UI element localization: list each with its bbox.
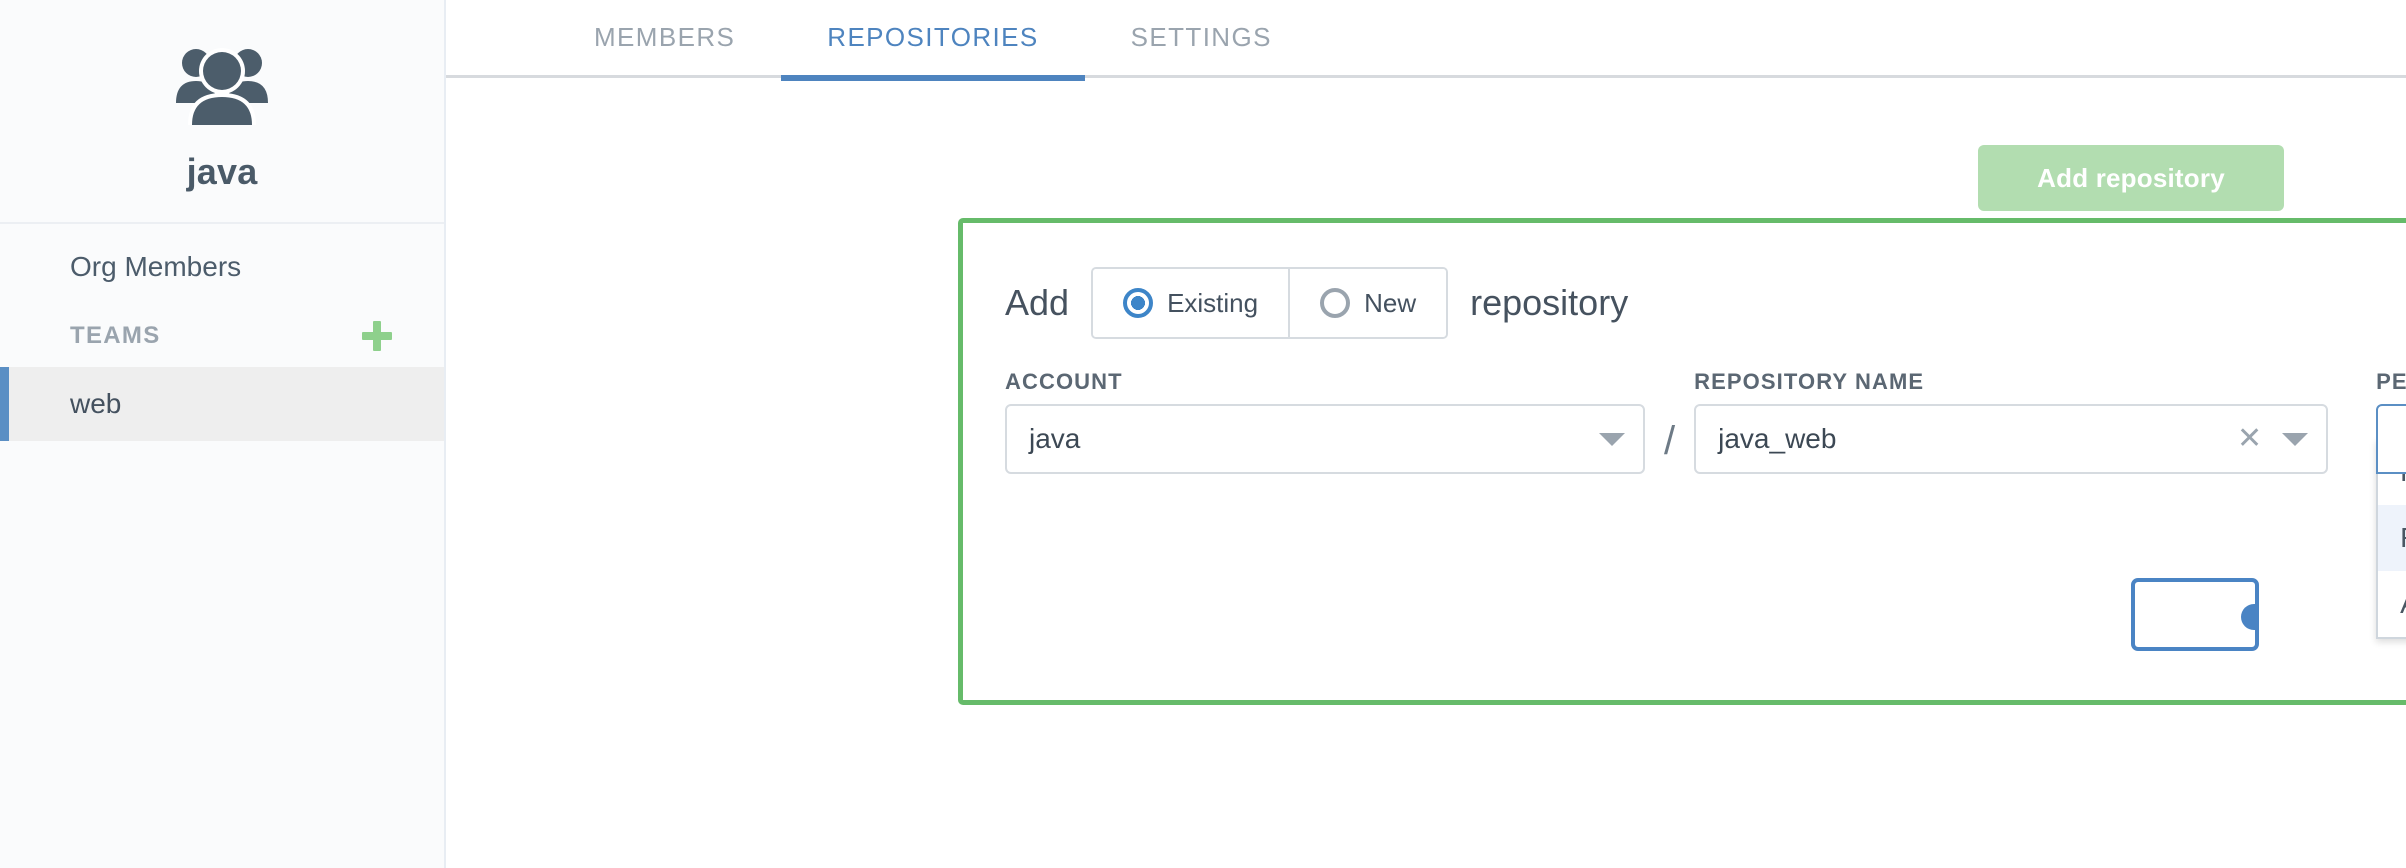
permissions-option-admin[interactable]: Admin: [2378, 571, 2406, 637]
sidebar-item-team-web[interactable]: web: [0, 367, 444, 441]
repository-name-value: java_web: [1718, 423, 1837, 454]
permissions-option-read-write[interactable]: Read-write: [2378, 505, 2406, 571]
tab-bar: MEMBERS REPOSITORIES SETTINGS: [446, 0, 2406, 81]
sidebar: java Org Members TEAMS web: [0, 0, 446, 868]
close-icon[interactable]: ✕: [2236, 422, 2263, 455]
permissions-label: PERMISSIONS: [2376, 369, 2406, 394]
tab-settings[interactable]: SETTINGS: [1130, 22, 1272, 52]
plus-icon[interactable]: [362, 321, 392, 352]
add-repository-button[interactable]: Add repository: [1978, 145, 2284, 211]
sidebar-section-teams: TEAMS: [0, 303, 444, 367]
permissions-select[interactable]: [2376, 404, 2406, 474]
radio-existing-label: Existing: [1167, 287, 1259, 318]
org-name: java: [186, 151, 258, 192]
submit-button[interactable]: [2131, 578, 2259, 651]
repository-name-label: REPOSITORY NAME: [1694, 369, 1925, 394]
add-suffix-label: repository: [1470, 282, 1629, 323]
radio-option-existing[interactable]: Existing: [1093, 269, 1289, 337]
teams-section-label: TEAMS: [70, 322, 161, 350]
users-group-icon: [170, 34, 274, 138]
tab-members[interactable]: MEMBERS: [594, 22, 736, 52]
radio-option-new[interactable]: New: [1288, 269, 1447, 337]
chevron-down-icon[interactable]: [1599, 432, 1625, 446]
add-repository-panel: Add Existing New repository ACCOUNT: [958, 218, 2406, 705]
repository-fields-row: ACCOUNT java / REPOSITORY NAME java_web …: [963, 339, 2406, 639]
main-content: MEMBERS REPOSITORIES SETTINGS Add reposi…: [446, 0, 2406, 868]
repository-name-select[interactable]: java_web ✕: [1694, 404, 2329, 474]
radio-existing-icon[interactable]: [1123, 288, 1154, 318]
account-select[interactable]: java: [1005, 404, 1645, 474]
repository-mode-toggle: Existing New: [1091, 267, 1449, 339]
tab-repositories[interactable]: REPOSITORIES: [781, 0, 1086, 81]
submit-button-indicator: [2241, 604, 2255, 630]
org-header: java: [0, 0, 444, 224]
add-mode-row: Add Existing New repository: [963, 223, 2406, 339]
radio-new-icon[interactable]: [1320, 288, 1351, 318]
account-field-group: ACCOUNT java: [1005, 369, 1645, 474]
repository-name-field-group: REPOSITORY NAME java_web ✕: [1694, 369, 2329, 474]
add-prefix-label: Add: [1005, 282, 1070, 323]
account-label: ACCOUNT: [1005, 369, 1123, 394]
sidebar-nav: Org Members TEAMS web: [0, 224, 444, 441]
permissions-field-group: PERMISSIONS Read-only Read-write Admin: [2376, 369, 2406, 639]
sidebar-item-org-members[interactable]: Org Members: [70, 250, 242, 282]
path-separator: /: [1664, 419, 1676, 463]
account-value: java: [1029, 423, 1081, 454]
chevron-down-icon[interactable]: [2282, 432, 2309, 446]
radio-new-label: New: [1364, 287, 1417, 318]
